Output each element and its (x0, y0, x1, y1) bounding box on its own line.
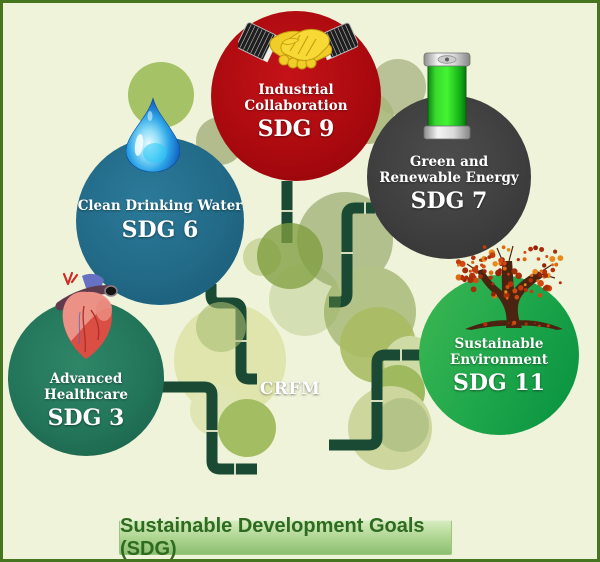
handshake-icon (238, 22, 358, 70)
tree-canopy (455, 245, 564, 300)
foliage-circle (269, 264, 341, 336)
node-sdg11: Sustainable Environment SDG 11 (419, 275, 579, 435)
node-title: Advanced Healthcare (44, 371, 128, 403)
foliage-circle (375, 398, 429, 452)
autumn-tree-icon (455, 245, 564, 330)
node-title: Sustainable Environment (450, 336, 548, 368)
branch-pipe (329, 349, 423, 451)
trunk-label: CRFM (259, 379, 321, 399)
branch-pipe (205, 284, 257, 385)
node-sdg-number: SDG 7 (410, 188, 488, 215)
node-title: Clean Drinking Water (77, 198, 243, 214)
node-sdg-number: SDG 11 (452, 370, 546, 397)
title-banner-label: Sustainable Development Goals (SDG) (120, 514, 425, 560)
water-drop-icon (126, 97, 180, 173)
foliage-circle (196, 302, 246, 352)
battery-icon (423, 52, 471, 140)
branch-pipe (329, 202, 375, 308)
node-title: Industrial Collaboration (244, 82, 348, 114)
foliage-circle (257, 223, 323, 289)
title-banner: Sustainable Development Goals (SDG) (119, 515, 452, 559)
branch-pipe (153, 381, 257, 475)
foliage-circle (218, 399, 276, 457)
node-sdg-number: SDG 3 (47, 405, 125, 432)
fallen-leaves (483, 320, 550, 328)
tree-trunk-branches (477, 261, 543, 328)
node-sdg-number: SDG 6 (121, 216, 199, 243)
anatomical-heart-icon (55, 271, 118, 359)
node-sdg-number: SDG 9 (257, 116, 335, 143)
node-title: Green and Renewable Energy (379, 154, 519, 186)
